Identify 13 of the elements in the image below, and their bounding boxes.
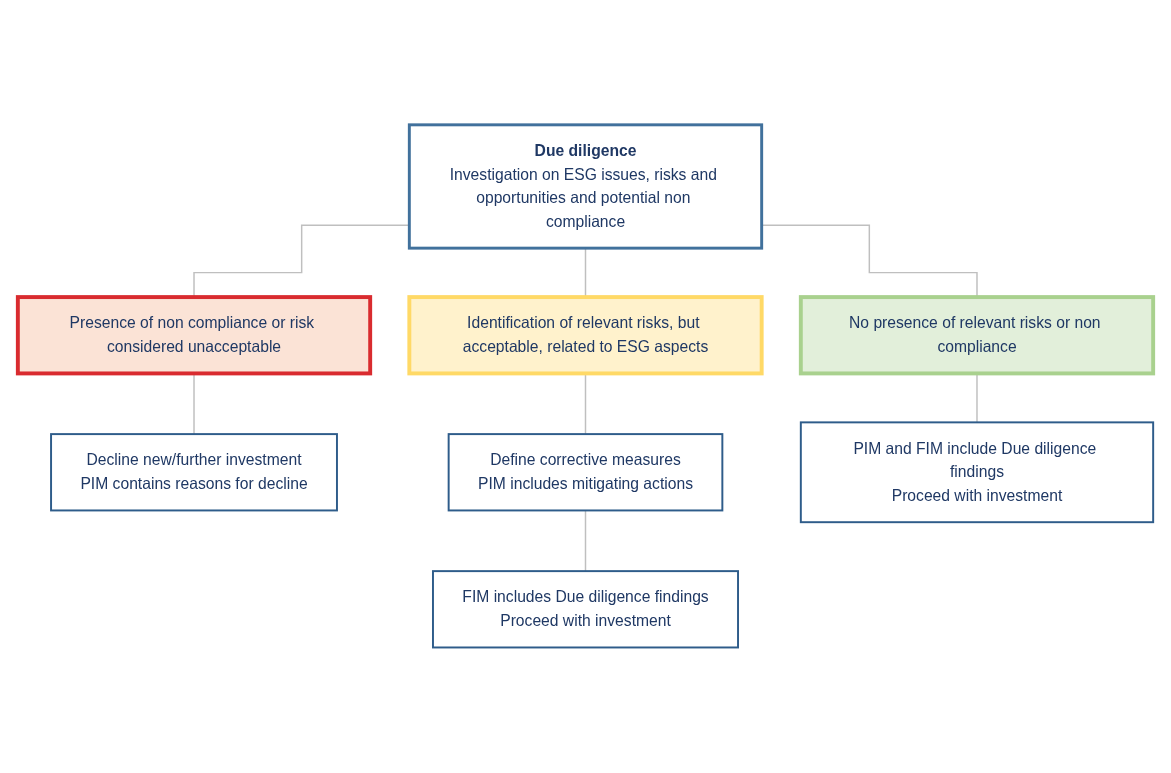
connector (976, 373, 978, 424)
node-box (407, 123, 764, 250)
connector (584, 373, 587, 436)
connector (193, 373, 195, 436)
node-box (432, 570, 739, 649)
connector (584, 510, 587, 573)
node-box (50, 433, 338, 512)
node-box (407, 295, 764, 376)
node-box (15, 295, 373, 376)
node-box (798, 295, 1156, 376)
flowchart: Due diligence Investigation on ESG issues, risks and opportunities and potential non compliance Presence of non compliance or risk considered unacceptable Identification of relevant risks, but acceptable, related to ESG aspects No presence of relevant risks or non compliance Decline new/further investment PIM contains reasons for decline Define corrective measures PIM includes mitigating actions FIM includes Due diligence findings Proceed with investment PIM and FIM include Due diligence findings Proceed with investment (10, 117, 1161, 656)
node-box (799, 421, 1155, 524)
node-box (447, 433, 724, 512)
